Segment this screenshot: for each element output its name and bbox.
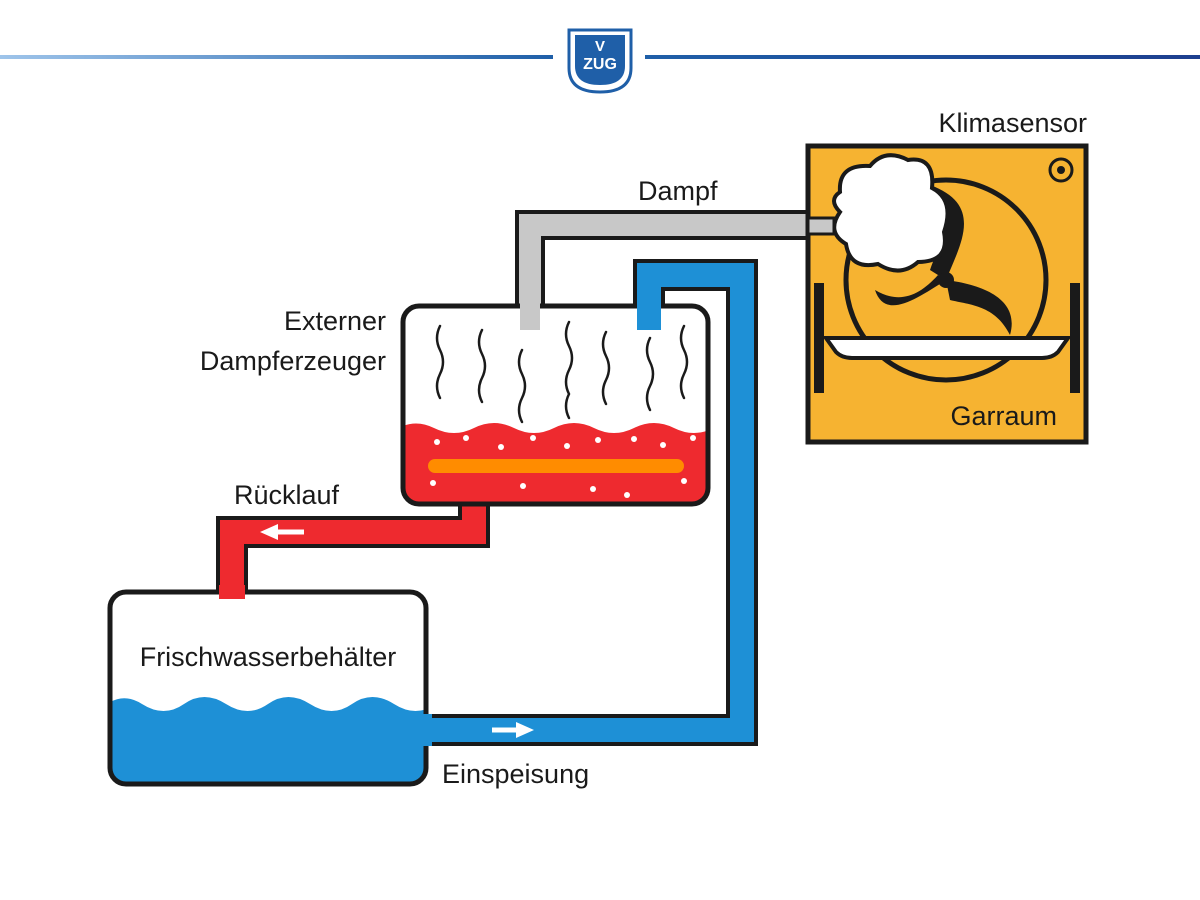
- label-ruecklauf: Rücklauf: [234, 480, 340, 510]
- steam-pipe: [515, 210, 808, 329]
- fresh-water-tank: [107, 585, 432, 787]
- logo-text-top: V: [595, 38, 605, 55]
- bubbles: [430, 435, 696, 498]
- vapor-wisps: [435, 320, 689, 424]
- steam-cloud-icon: [832, 153, 950, 273]
- fan-housing: [843, 177, 1049, 383]
- oven-chamber: [805, 143, 1089, 445]
- label-dampferzeuger: Dampferzeuger: [200, 346, 386, 376]
- label-frischwasserbehaelter: Frischwasserbehälter: [140, 642, 397, 672]
- label-einspeisung: Einspeisung: [442, 759, 589, 789]
- heating-element: [428, 459, 684, 473]
- baking-tray: [822, 336, 1072, 360]
- label-klimasensor: Klimasensor: [938, 108, 1087, 138]
- header-rule: [0, 55, 1200, 59]
- logo-text-bottom: ZUG: [583, 56, 617, 73]
- shelf-rails: [814, 283, 1080, 393]
- feed-pipe: [400, 259, 758, 746]
- label-dampf: Dampf: [638, 176, 718, 206]
- label-externer: Externer: [284, 306, 386, 336]
- label-garraum: Garraum: [950, 401, 1057, 431]
- fresh-water-level: [110, 697, 426, 784]
- steam-inlet: [806, 216, 836, 236]
- vzug-logo: V ZUG: [567, 28, 633, 94]
- return-pipe: [216, 500, 490, 612]
- steam-generator: [400, 300, 711, 507]
- climate-sensor-icon: [1048, 157, 1074, 183]
